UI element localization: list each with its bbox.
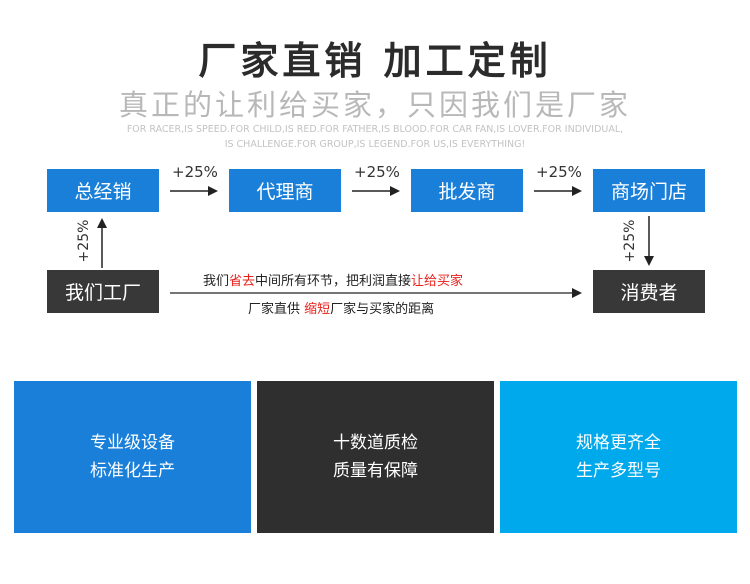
direct-note-top-part1: 我们 [203, 274, 230, 289]
markup-label-store: +25% [622, 219, 638, 263]
box-agent: 代理商 [229, 169, 341, 212]
direct-note-bottom-part3: 厂家与买家的距离 [330, 302, 435, 317]
box-store: 商场门店 [593, 169, 705, 212]
markup-label-factory: +25% [76, 219, 92, 263]
markup-label-3: +25% [536, 163, 582, 181]
feature-panel-quality: 十数道质检 质量有保障 [257, 381, 494, 533]
direct-note-bottom-part2: 缩短 [304, 302, 331, 317]
direct-note-bottom-part1: 厂家直供 [248, 302, 305, 317]
feature-panel-equipment-line1: 专业级设备 [90, 433, 175, 453]
markup-label-1: +25% [172, 163, 218, 181]
direct-note-top-part2: 省去 [229, 274, 256, 289]
box-consumer: 消费者 [593, 270, 705, 313]
page-title: 厂家直销 加工定制 [198, 39, 552, 83]
feature-panel-quality-line1: 十数道质检 [333, 433, 418, 453]
box-distributor: 总经销 [47, 169, 159, 212]
feature-panel-specs-line1: 规格更齐全 [576, 433, 661, 453]
feature-panel-specs-line2: 生产多型号 [576, 461, 661, 481]
english-slogan-line2: IS CHALLENGE.FOR GROUP,IS LEGEND.FOR US,… [224, 139, 526, 150]
page-subtitle: 真正的让利给买家，只因我们是厂家 [118, 88, 631, 122]
direct-note-top-part3: 中间所有环节，把利润直接 [255, 274, 412, 289]
english-slogan: FOR RACER,IS SPEED.FOR CHILD,IS RED.FOR … [100, 122, 650, 152]
direct-note-top: 我们省去中间所有环节，把利润直接让给买家 [203, 270, 463, 289]
feature-panel-equipment: 专业级设备 标准化生产 [14, 381, 251, 533]
english-slogan-line1: FOR RACER,IS SPEED.FOR CHILD,IS RED.FOR … [126, 124, 624, 135]
box-wholesaler: 批发商 [411, 169, 523, 212]
feature-panel-equipment-line2: 标准化生产 [90, 461, 175, 481]
markup-label-2: +25% [354, 163, 400, 181]
direct-note-bottom: 厂家直供 缩短厂家与买家的距离 [248, 298, 434, 317]
direct-note-top-part4: 让给买家 [411, 274, 464, 289]
feature-panel-quality-line2: 质量有保障 [333, 461, 418, 481]
box-factory: 我们工厂 [47, 270, 159, 313]
feature-panel-specs: 规格更齐全 生产多型号 [500, 381, 737, 533]
